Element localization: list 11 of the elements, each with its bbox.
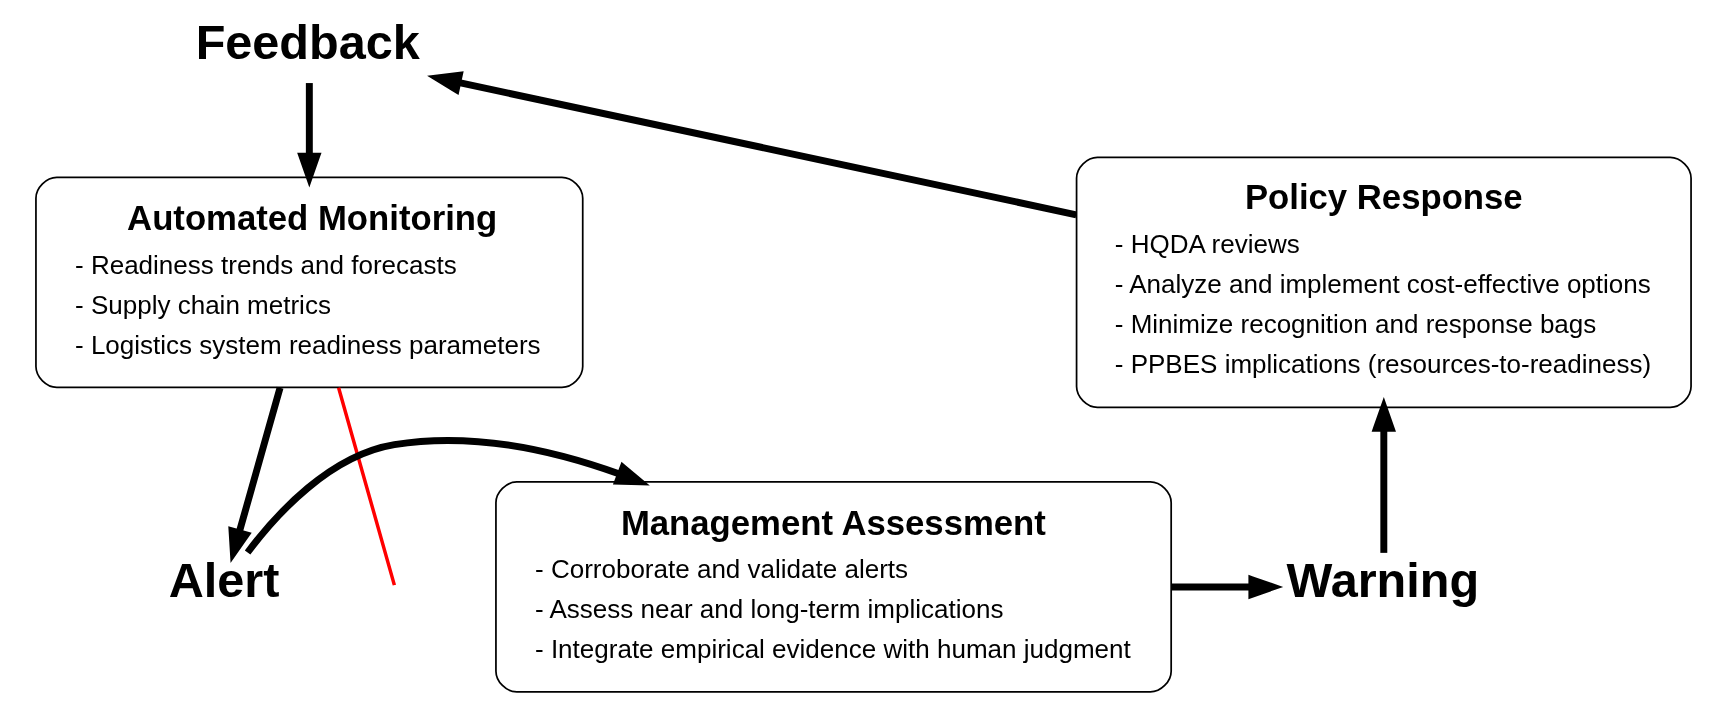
arrow (228, 386, 284, 564)
node-text: Alert (168, 553, 280, 608)
node-box: Policy Response - HQDA reviews - Analyze and implement cost-effective options - Minimize recognition and response bags - PPBES implications (resources-to-readiness) (1075, 156, 1692, 409)
node-text: Feedback (195, 15, 420, 70)
node-box: Automated Monitoring - Readiness trends and forecasts - Supply chain metrics - Logistics system readiness parameters (35, 176, 584, 389)
arrow (427, 71, 1078, 219)
arrow (244, 437, 650, 555)
node-text: Warning (1286, 553, 1480, 608)
node-box: Management Assessment - Corroborate and validate alerts - Assess near and long-term implications - Integrate empirical evidence with human judgment (495, 481, 1173, 693)
arrow (1171, 574, 1284, 600)
connector (336, 387, 397, 586)
